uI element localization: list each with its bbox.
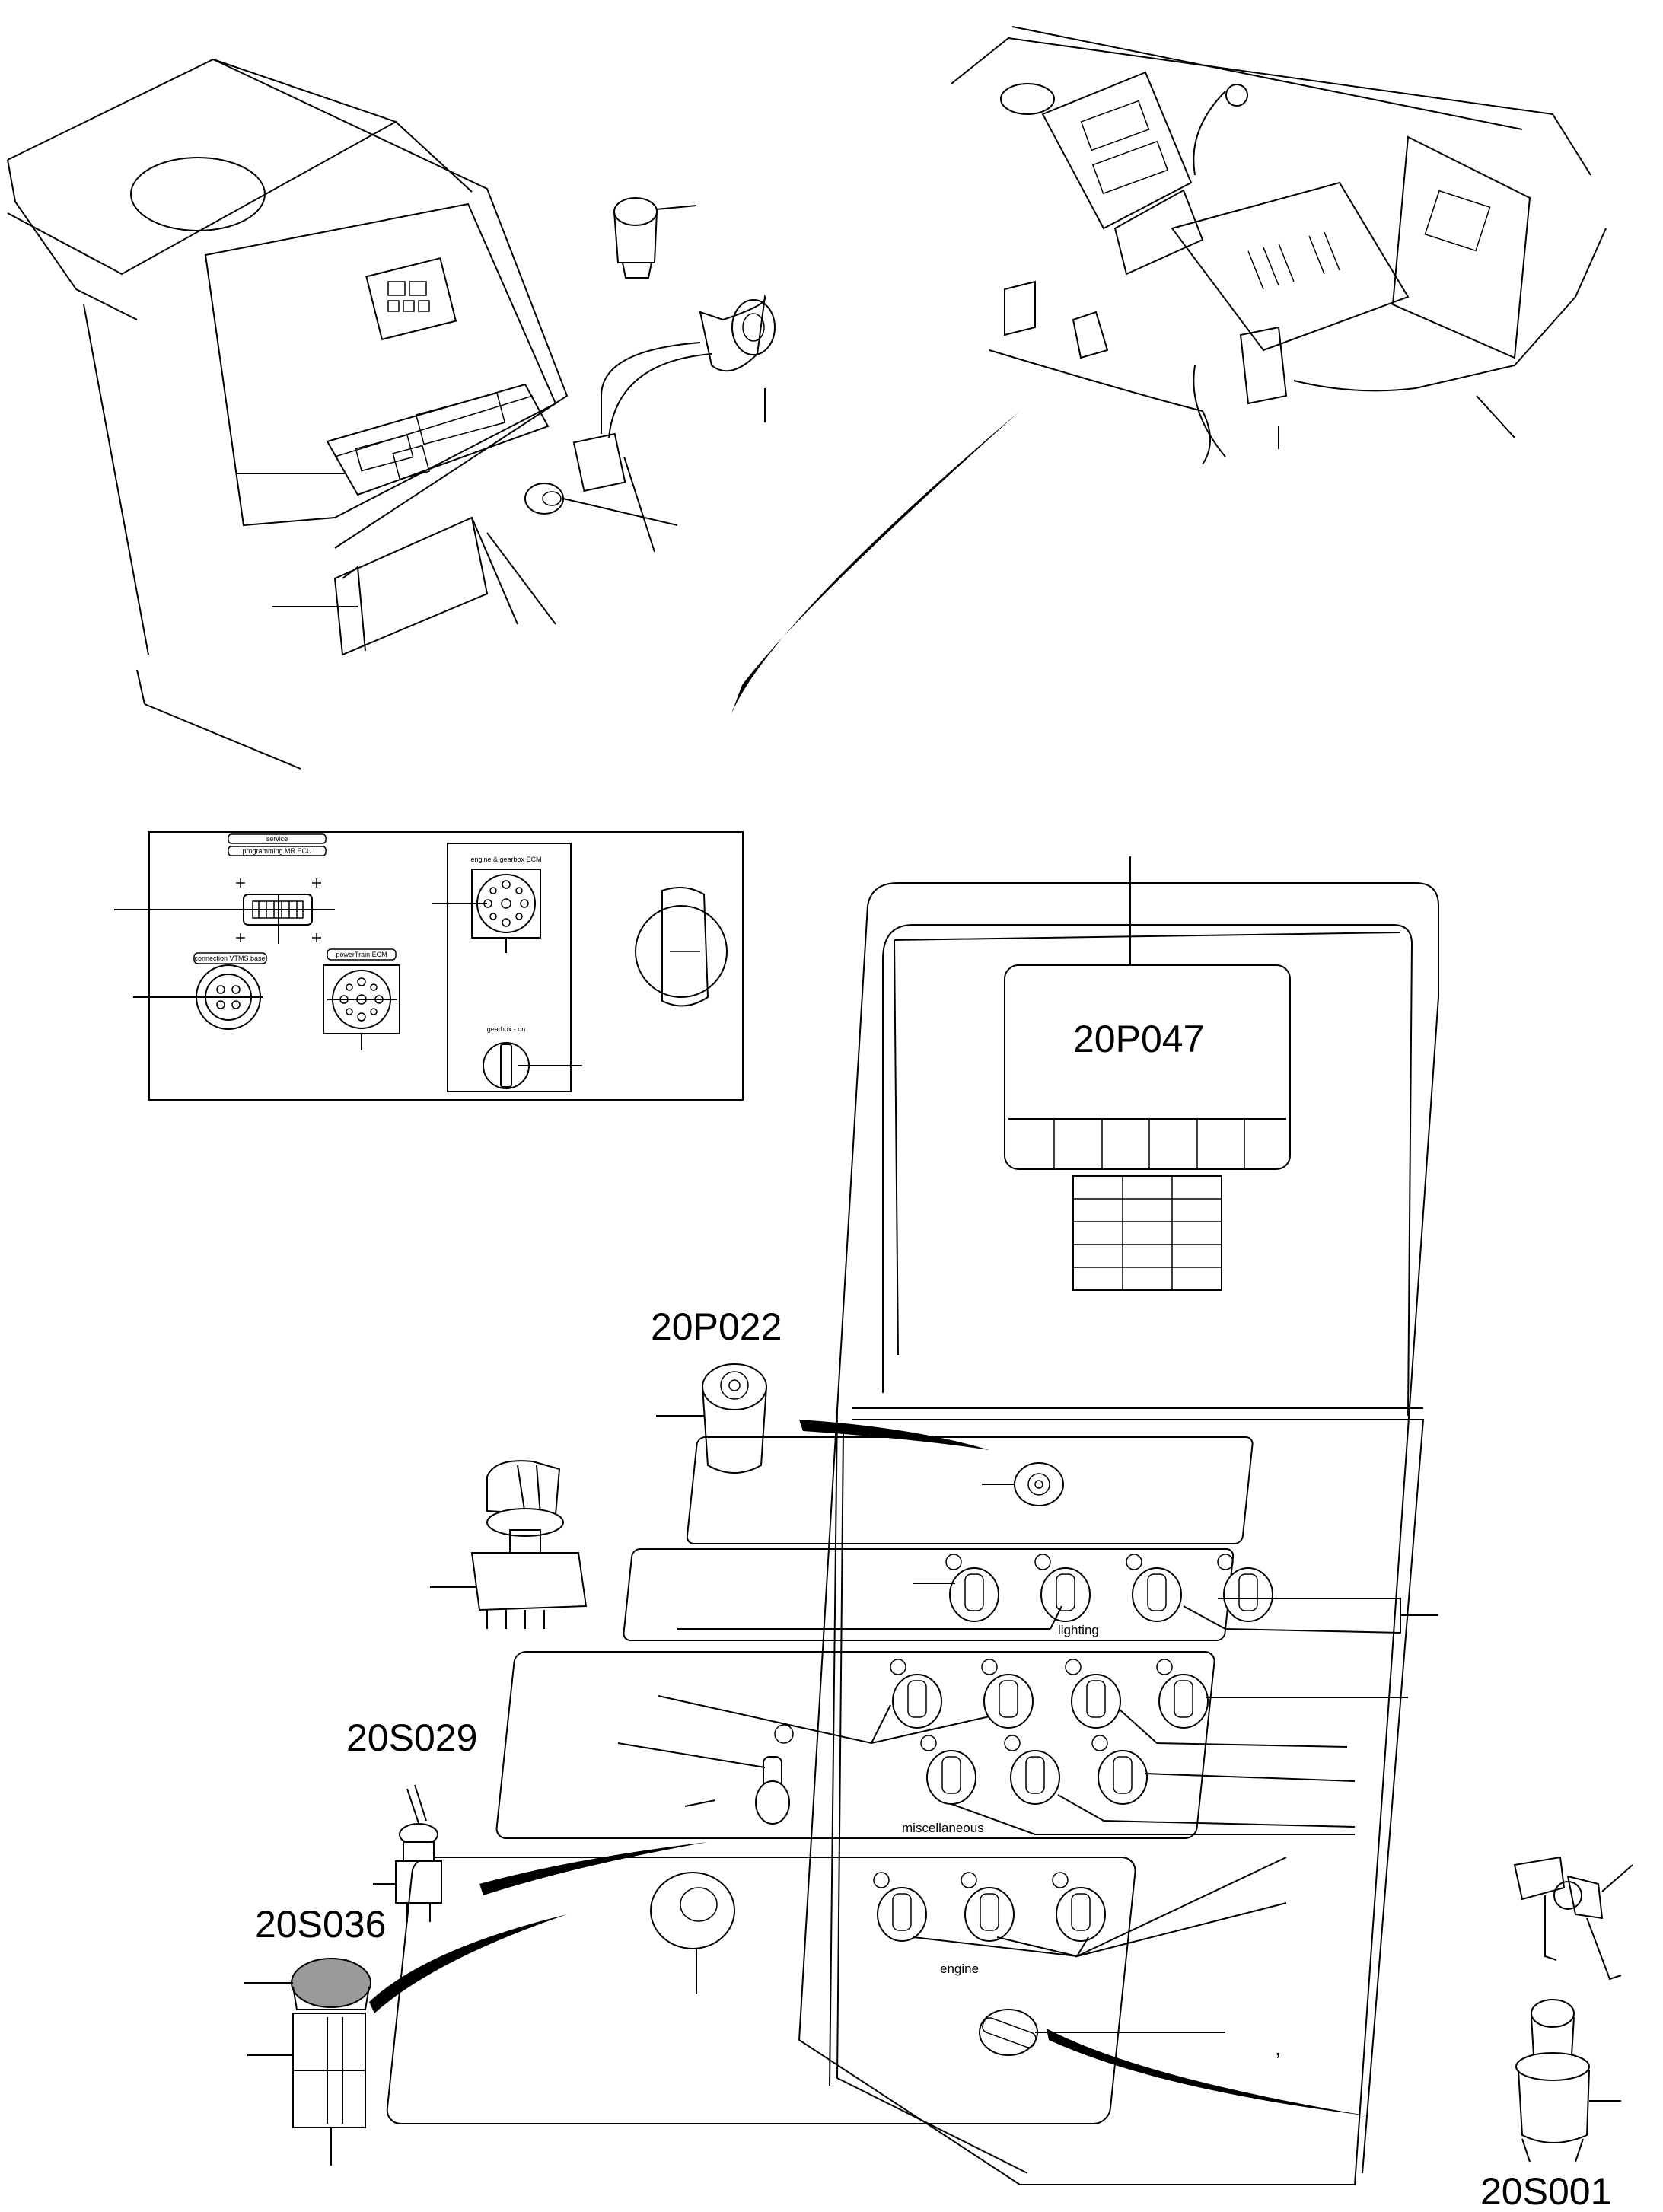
engine-switch [964,1887,1015,1942]
ignition-switch-part: 20S001 [1047,1856,1633,2212]
miscellaneous-switch [1010,1750,1060,1805]
engine-switches: engine , [650,1857,1287,2061]
ignition-pointer [1047,2029,1370,2116]
lighting-switch [1132,1567,1182,1622]
ignition-keys [1513,1856,1633,1981]
toggle-label: 20S029 [346,1716,477,1759]
stray-mark: , [1275,2035,1281,2061]
gearbox-switch-label: gearbox - on [487,1025,526,1033]
lighting-switch [949,1567,999,1622]
connector-panel-header-1: service [266,835,288,843]
engine-switch [877,1887,927,1942]
vtms-connector: connection VTMS base [133,952,267,1030]
programming-connector [114,878,335,944]
powertrain-connector-label: powerTrain ECM [336,951,387,958]
lighting-switch [1040,1567,1091,1622]
ignition-in-panel [979,2009,1225,2056]
miscellaneous-switch [983,1674,1034,1729]
connector-panel-header-2: programming MR ECU [242,847,311,855]
connector-panel: service programming MR ECU connection VT… [114,831,744,1101]
miscellaneous-label: miscellaneous [902,1821,984,1835]
miscellaneous-switch [892,1674,942,1729]
engine-label: engine [940,1962,979,1976]
cab-interior-illustration [951,26,1607,465]
grip-socket [635,887,728,1007]
lighting-switches: lighting [677,1554,1438,1637]
display-unit: 20P047 [1004,856,1291,1291]
socket-small-part [524,483,564,515]
engine-ecm-label: engine & gearbox ECM [470,856,541,863]
miscellaneous-switch [1071,1674,1121,1729]
lighting-switch [1223,1567,1273,1622]
vtms-connector-label: connection VTMS base [194,955,265,962]
cab-console-illustration [7,58,776,770]
rotary-switch-part [430,1460,588,1629]
socket-part: 20P022 [651,1305,989,1474]
pointer-arrow-top [731,411,1020,716]
miscellaneous-switch [1098,1750,1148,1805]
estop-label: 20S036 [255,1903,386,1946]
miscellaneous-switch [926,1750,976,1805]
work-lamp-part [572,294,776,492]
cigar-lighter-part [613,197,697,279]
toggle-in-panel [617,1724,794,1825]
dashboard-panel: 20P047 [386,856,1439,2185]
socket-pointer [799,1420,989,1450]
gearbox-key-switch: gearbox - on [483,1025,582,1089]
emergency-stop-in-panel [650,1872,735,1994]
socket-label: 20P022 [651,1305,782,1348]
miscellaneous-switch [1158,1674,1209,1729]
engine-switch [1056,1887,1106,1942]
engine-ecm-connector: engine & gearbox ECM [432,856,542,953]
ignition-label: 20S001 [1480,2170,1611,2212]
powertrain-connector: powerTrain ECM [323,948,400,1050]
display-label: 20P047 [1073,1018,1204,1060]
socket-in-panel [982,1462,1064,1506]
toggle-switch-part: 20S029 [346,1716,708,1922]
miscellaneous-switches: miscellaneous [617,1659,1408,1835]
emergency-stop-part: 20S036 [244,1903,567,2166]
lighting-label: lighting [1058,1623,1099,1637]
